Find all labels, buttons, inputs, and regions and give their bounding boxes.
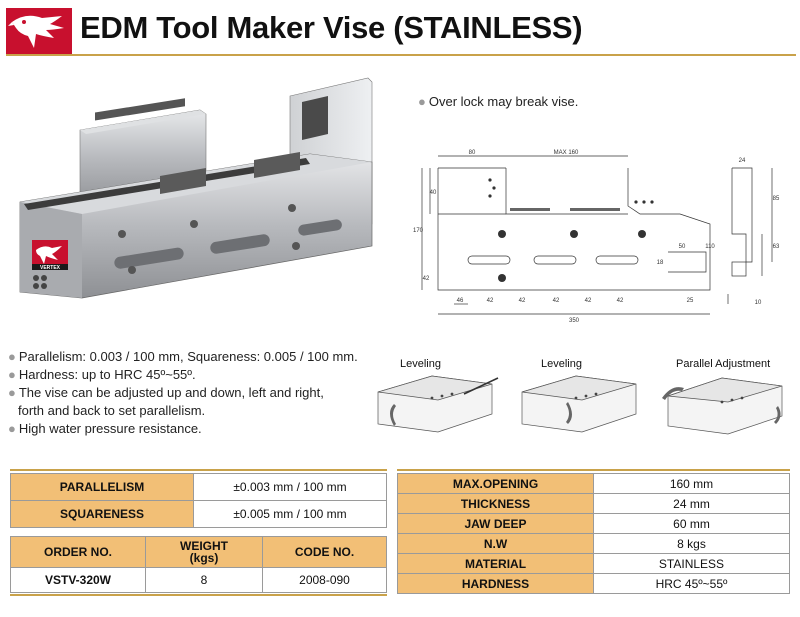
feature-item-continuation: forth and back to set parallelism. — [18, 403, 206, 418]
squareness-value: ±0.005 mm / 100 mm — [193, 500, 387, 528]
spec-value: HRC 45º~55º — [593, 573, 790, 594]
parallelism-value: ±0.003 mm / 100 mm — [193, 473, 387, 501]
svg-text:85: 85 — [773, 196, 780, 202]
table-row: PARALLELISM ±0.003 mm / 100 mm — [10, 473, 387, 501]
order-no-cell: VSTV-320W — [10, 567, 146, 593]
svg-text:46: 46 — [457, 298, 464, 304]
table-row: VSTV-320W 8 2008-090 — [10, 567, 387, 593]
bullet-icon: ● — [418, 94, 426, 109]
svg-text:MAX 160: MAX 160 — [554, 150, 579, 156]
rotate-arrow-icon — [566, 402, 572, 424]
feature-item: ●Hardness: up to HRC 45º~55º. — [8, 367, 196, 382]
table-row: THICKNESS 24 mm — [397, 493, 790, 514]
bullet-icon: ● — [8, 349, 16, 364]
photo-brand-label: VERTEX — [40, 265, 61, 271]
table-row: JAW DEEP 60 mm — [397, 513, 790, 534]
code-no-cell: 2008-090 — [262, 567, 387, 593]
order-no-header: ORDER NO. — [10, 536, 146, 568]
feature-item: ●The vise can be adjusted up and down, l… — [8, 385, 324, 400]
svg-text:42: 42 — [617, 298, 624, 304]
table-row: N.W 8 kgs — [397, 533, 790, 554]
spec-value: 160 mm — [593, 473, 790, 494]
accuracy-table: PARALLELISM ±0.003 mm / 100 mm SQUARENES… — [10, 473, 387, 528]
svg-text:50: 50 — [679, 244, 686, 250]
spec-label: THICKNESS — [397, 493, 594, 514]
adjustment-illustrations — [372, 368, 792, 450]
svg-text:42: 42 — [585, 298, 592, 304]
spec-label: JAW DEEP — [397, 513, 594, 534]
page-title: EDM Tool Maker Vise (STAINLESS) — [80, 10, 583, 45]
rotate-arrow-icon — [774, 406, 781, 424]
leveling-caption-2: Leveling — [541, 358, 582, 370]
spec-table-top-rule — [397, 469, 790, 471]
squareness-label: SQUARENESS — [10, 500, 194, 528]
svg-text:63: 63 — [773, 244, 780, 250]
leveling-caption-1: Leveling — [400, 358, 441, 370]
spec-label: MAX.OPENING — [397, 473, 594, 494]
spec-value: 60 mm — [593, 513, 790, 534]
technical-drawing: 80 MAX 160 24 40 85 63 10 170 42 50 110 … — [410, 144, 790, 330]
feature-item: ●High water pressure resistance. — [8, 421, 202, 436]
table-top-rule — [10, 469, 387, 471]
title-divider — [6, 54, 796, 56]
weight-header: WEIGHT(kgs) — [145, 536, 263, 568]
brand-logo — [6, 8, 72, 54]
rotate-arrow-icon — [662, 387, 684, 400]
spec-value: 8 kgs — [593, 533, 790, 554]
svg-text:42: 42 — [423, 276, 430, 282]
spec-value: STAINLESS — [593, 553, 790, 574]
svg-text:170: 170 — [413, 228, 424, 234]
svg-text:80: 80 — [469, 150, 476, 156]
svg-text:40: 40 — [430, 190, 437, 196]
rotate-arrow-icon — [390, 404, 396, 426]
svg-text:42: 42 — [519, 298, 526, 304]
product-photo: VERTEX — [10, 74, 380, 340]
table-row: SQUARENESS ±0.005 mm / 100 mm — [10, 500, 387, 528]
spec-value: 24 mm — [593, 493, 790, 514]
svg-text:18: 18 — [657, 260, 664, 266]
table-row: MAX.OPENING 160 mm — [397, 473, 790, 494]
order-table: ORDER NO. WEIGHT(kgs) CODE NO. VSTV-320W… — [10, 536, 387, 593]
parallelism-label: PARALLELISM — [10, 473, 194, 501]
svg-text:110: 110 — [705, 244, 715, 250]
table-row: MATERIAL STAINLESS — [397, 553, 790, 574]
bullet-icon: ● — [8, 367, 16, 382]
table-bottom-rule — [10, 594, 387, 596]
svg-text:24: 24 — [739, 158, 746, 164]
spec-label: N.W — [397, 533, 594, 554]
spec-label: MATERIAL — [397, 553, 594, 574]
svg-text:10: 10 — [755, 300, 762, 306]
warning-note: ●Over lock may break vise. — [418, 94, 579, 109]
spec-label: HARDNESS — [397, 573, 594, 594]
table-header-row: ORDER NO. WEIGHT(kgs) CODE NO. — [10, 536, 387, 568]
svg-text:42: 42 — [553, 298, 560, 304]
bullet-icon: ● — [8, 421, 16, 436]
bullet-icon: ● — [8, 385, 16, 400]
svg-text:25: 25 — [687, 298, 694, 304]
parallel-adjustment-caption: Parallel Adjustment — [676, 358, 771, 370]
svg-text:350: 350 — [569, 318, 580, 324]
eagle-logo-icon — [6, 8, 72, 54]
spec-table: MAX.OPENING 160 mm THICKNESS 24 mm JAW D… — [397, 473, 790, 594]
code-no-header: CODE NO. — [262, 536, 387, 568]
weight-cell: 8 — [145, 567, 263, 593]
feature-item: ●Parallelism: 0.003 / 100 mm, Squareness… — [8, 349, 358, 364]
table-row: HARDNESS HRC 45º~55º — [397, 573, 790, 594]
svg-text:42: 42 — [487, 298, 494, 304]
feature-list: ●Parallelism: 0.003 / 100 mm, Squareness… — [8, 348, 408, 438]
